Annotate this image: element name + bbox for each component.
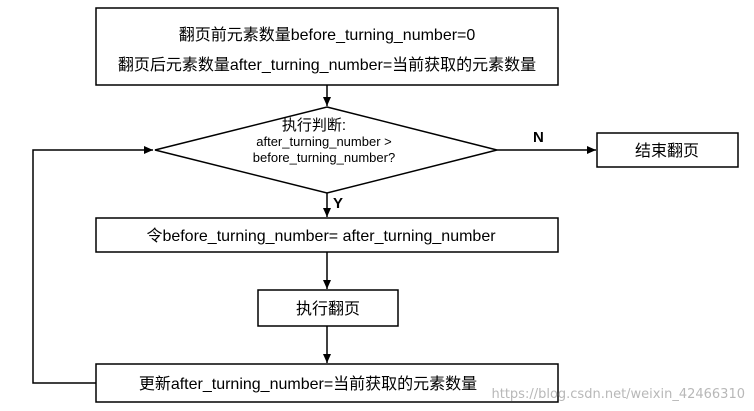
assign-box-label: 令before_turning_number= after_turning_nu… — [146, 227, 496, 245]
edge-no-label: N — [533, 129, 544, 146]
init-box-line2: 翻页后元素数量after_turning_number=当前获取的元素数量 — [118, 56, 536, 74]
decision-line1: 执行判断: — [282, 117, 346, 134]
turn-box — [257, 289, 399, 327]
update-box-label: 更新after_turning_number=当前获取的元素数量 — [139, 375, 477, 393]
end-box-label: 结束翻页 — [635, 142, 699, 160]
init-box-line1: 翻页前元素数量before_turning_number=0 — [179, 26, 476, 44]
edge-update-loop-back — [32, 146, 153, 384]
edge-yes-label: Y — [333, 195, 343, 212]
assign-box — [95, 217, 559, 253]
decision-line3: before_turning_number? — [253, 150, 395, 165]
end-box — [596, 132, 739, 168]
update-box — [95, 363, 559, 403]
turn-box-label: 执行翻页 — [296, 300, 360, 318]
watermark: https://blog.csdn.net/weixin_42466310 — [491, 387, 745, 402]
init-box — [95, 7, 559, 86]
decision-line2: after_turning_number > — [256, 134, 392, 149]
